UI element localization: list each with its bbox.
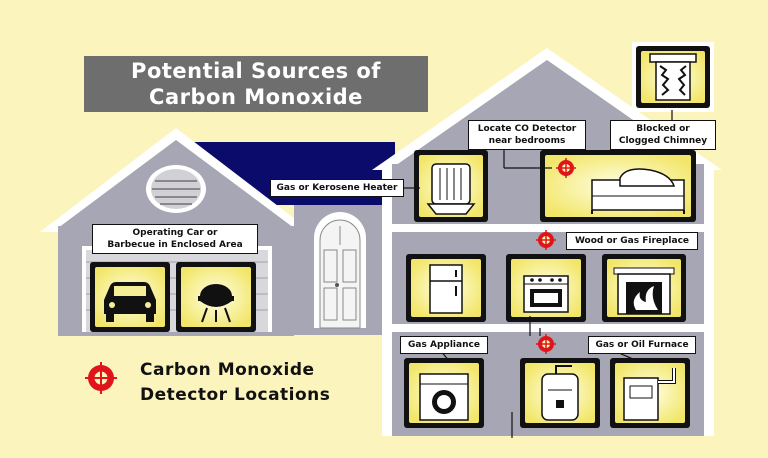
detector-icon: [536, 230, 556, 250]
furnace-icon: [610, 358, 690, 428]
refrigerator-icon: [406, 254, 486, 322]
diagram-title: Potential Sources of Carbon Monoxide: [84, 56, 428, 112]
detector-icon: [556, 158, 576, 178]
legend-detector-icon: [85, 362, 117, 394]
legend-text: Carbon Monoxide Detector Locations: [140, 358, 330, 408]
chimney-icon: [636, 46, 710, 108]
label-chimney-line-1: Blocked or: [636, 124, 690, 134]
label-fireplace: Wood or Gas Fireplace: [566, 232, 698, 250]
label-locate-detector-line-1: Locate CO Detector: [477, 124, 577, 134]
stove-icon: [506, 254, 586, 322]
legend-line-2: Detector Locations: [140, 385, 331, 405]
label-kerosene-heater: Gas or Kerosene Heater: [270, 179, 404, 197]
detector-icon: [536, 334, 556, 354]
label-locate-detector: Locate CO Detector near bedrooms: [468, 120, 586, 150]
title-line-1: Potential Sources of: [131, 59, 381, 83]
fireplace-icon: [602, 254, 686, 322]
label-car-barbecue: Operating Car or Barbecue in Enclosed Ar…: [92, 224, 258, 254]
washer-icon: [404, 358, 484, 428]
label-locate-detector-line-2: near bedrooms: [488, 136, 566, 146]
heater-icon: [414, 150, 488, 222]
water-heater-icon: [520, 358, 600, 428]
label-car-line-1: Operating Car or: [132, 228, 218, 238]
label-gas-appliance: Gas Appliance: [400, 336, 488, 354]
front-door: [294, 205, 386, 335]
label-furnace: Gas or Oil Furnace: [588, 336, 696, 354]
label-chimney: Blocked or Clogged Chimney: [610, 120, 716, 150]
label-car-line-2: Barbecue in Enclosed Area: [107, 240, 243, 250]
garage-vent: [146, 165, 206, 213]
bed-icon: [540, 150, 696, 222]
label-chimney-line-2: Clogged Chimney: [618, 136, 708, 146]
title-line-2: Carbon Monoxide: [149, 85, 363, 109]
car-icon: [90, 262, 170, 332]
legend-line-1: Carbon Monoxide: [140, 360, 315, 380]
barbecue-icon: [176, 262, 256, 332]
